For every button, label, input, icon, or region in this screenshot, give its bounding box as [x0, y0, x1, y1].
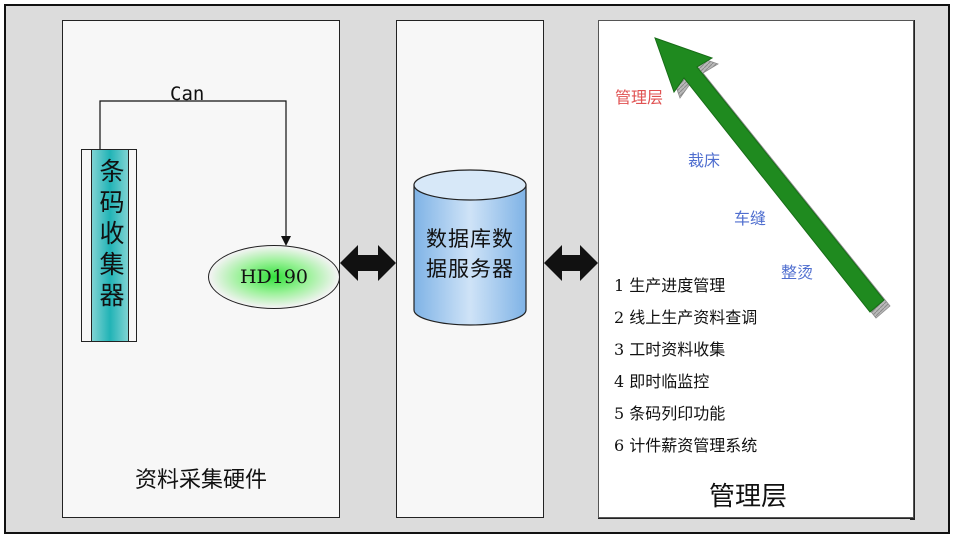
- function-item: 3 工时资料收集: [614, 340, 726, 359]
- management-panel-title: 管理层: [708, 482, 787, 512]
- hd190-device: HD190: [208, 245, 340, 309]
- database-label-line1: 数据库数: [426, 227, 514, 251]
- management-panel: [598, 20, 914, 518]
- function-item: 2 线上生产资料查调: [614, 308, 758, 327]
- can-link-arrowhead: [281, 236, 291, 246]
- function-item: 5 条码列印功能: [614, 404, 726, 423]
- can-link-line: [99, 100, 287, 240]
- upward-flow-arrow: [654, 37, 891, 319]
- database-label: 数据库数 据服务器: [414, 224, 526, 284]
- level-management: 管理层: [615, 88, 664, 107]
- can-link-label: Can: [170, 83, 205, 105]
- barcode-collector-body: 条码收集器: [91, 150, 129, 341]
- function-list: 1 生产进度管理 2 线上生产资料查调 3 工时资料收集 4 即时临监控 5 条…: [614, 274, 757, 466]
- barcode-collector-label: 条码收集器: [96, 158, 125, 313]
- database-label-line2: 据服务器: [426, 257, 514, 281]
- level-ironing: 整烫: [781, 263, 814, 282]
- function-item: 6 计件薪资管理系统: [614, 436, 758, 455]
- hd190-label: HD190: [239, 266, 309, 288]
- database-cylinder: [413, 169, 527, 326]
- function-item: 4 即时临监控: [614, 372, 710, 391]
- database-management-double-arrow: [544, 245, 598, 281]
- hardware-database-double-arrow: [340, 245, 396, 281]
- hardware-panel-title: 资料采集硬件: [134, 468, 267, 493]
- function-item: 1 生产进度管理: [614, 276, 726, 295]
- level-cutting: 裁床: [688, 151, 721, 170]
- level-sewing: 车缝: [734, 209, 767, 228]
- barcode-collector: 条码收集器: [81, 149, 137, 342]
